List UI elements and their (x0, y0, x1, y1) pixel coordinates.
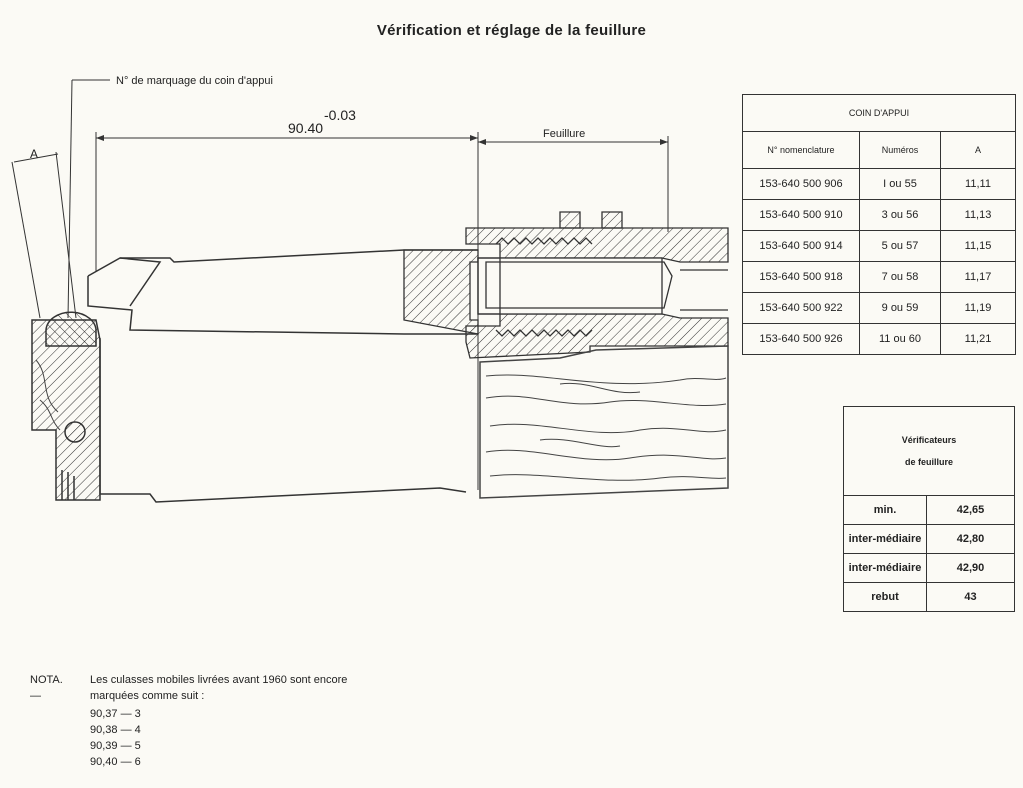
nota-text: Les culasses mobiles livrées avant 1960 … (90, 674, 348, 702)
table-row: 153-640 500 922 9 ou 59 11,19 (742, 292, 1016, 324)
dimension-arrows (96, 135, 668, 145)
cell-value: 42,90 (926, 553, 1015, 583)
coin-table-title: COIN D'APPUI (742, 94, 1016, 132)
barrel-section (403, 211, 729, 359)
cell-numeros: 7 ou 58 (859, 261, 941, 293)
cell-a: 11,17 (940, 261, 1016, 293)
cell-numeros: I ou 55 (859, 168, 941, 200)
table-row: inter-médiaire 42,80 (843, 524, 1015, 554)
verif-title-line2: de feuillure (904, 457, 953, 467)
coin-appui-table: COIN D'APPUI N° nomenclature Numéros A 1… (742, 94, 1016, 355)
cell-gauge: inter-médiaire (843, 524, 927, 554)
cell-a: 11,11 (940, 168, 1016, 200)
dimension-labels: N° de marquage du coin d'appui 90.40 -0.… (30, 75, 585, 161)
cell-a: 11,15 (940, 230, 1016, 262)
wood-stock (35, 345, 729, 499)
table-row: 153-640 500 906 I ou 55 11,11 (742, 168, 1016, 200)
nota-label: NOTA. — (30, 674, 63, 702)
list-item: 90,37 — 3 (90, 708, 141, 720)
nota-list: 90,37 — 3 90,38 — 4 90,39 — 5 90,40 — 6 (90, 706, 210, 770)
cell-nomenclature: 153-640 500 906 (742, 168, 860, 200)
list-item: 90,40 — 6 (90, 756, 141, 768)
cell-nomenclature: 153-640 500 914 (742, 230, 860, 262)
verificateurs-table: Vérificateurs de feuillure min. 42,65 in… (843, 406, 1015, 612)
table-row: 153-640 500 926 11 ou 60 11,21 (742, 323, 1016, 355)
cell-nomenclature: 153-640 500 922 (742, 292, 860, 324)
list-item: 90,38 — 4 (90, 724, 141, 736)
table-row: inter-médiaire 42,90 (843, 553, 1015, 583)
cell-numeros: 5 ou 57 (859, 230, 941, 262)
label-a: A (30, 147, 38, 161)
cell-gauge: inter-médiaire (843, 553, 927, 583)
cell-value: 43 (926, 582, 1015, 612)
dim-main: 90.40 (288, 120, 323, 136)
table-row: min. 42,65 (843, 495, 1015, 525)
table-row: 153-640 500 914 5 ou 57 11,15 (742, 230, 1016, 262)
coin-header-a: A (940, 131, 1016, 169)
cell-numeros: 11 ou 60 (859, 323, 941, 355)
cell-value: 42,65 (926, 495, 1015, 525)
list-item: 90,39 — 5 (90, 740, 141, 752)
cell-gauge: rebut (843, 582, 927, 612)
verif-table-title: Vérificateurs de feuillure (843, 406, 1015, 496)
label-feuillure: Feuillure (543, 128, 585, 140)
cell-numeros: 9 ou 59 (859, 292, 941, 324)
cell-a: 11,13 (940, 199, 1016, 231)
cell-nomenclature: 153-640 500 918 (742, 261, 860, 293)
table-row: 153-640 500 910 3 ou 56 11,13 (742, 199, 1016, 231)
dim-tolerance: -0.03 (324, 107, 356, 123)
table-row: rebut 43 (843, 582, 1015, 612)
coin-header-numeros: Numéros (859, 131, 941, 169)
label-marking: N° de marquage du coin d'appui (116, 75, 273, 87)
verif-title-line1: Vérificateurs (901, 435, 957, 445)
cell-nomenclature: 153-640 500 926 (742, 323, 860, 355)
cell-a: 11,21 (940, 323, 1016, 355)
coin-header-nomenclature: N° nomenclature (742, 131, 860, 169)
table-row: 153-640 500 918 7 ou 58 11,17 (742, 261, 1016, 293)
coin-appui (31, 311, 101, 501)
cell-value: 42,80 (926, 524, 1015, 554)
cell-gauge: min. (843, 495, 927, 525)
cell-nomenclature: 153-640 500 910 (742, 199, 860, 231)
cell-numeros: 3 ou 56 (859, 199, 941, 231)
page-title: Vérification et réglage de la feuillure (376, 22, 647, 39)
cell-a: 11,19 (940, 292, 1016, 324)
